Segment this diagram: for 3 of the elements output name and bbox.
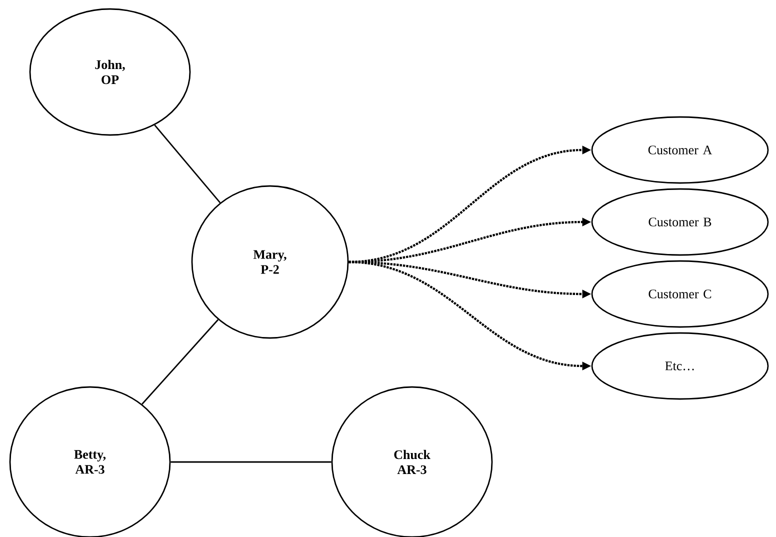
- connector-line: [170, 461, 332, 463]
- connector-line: [142, 319, 219, 405]
- connector-line: [154, 124, 221, 204]
